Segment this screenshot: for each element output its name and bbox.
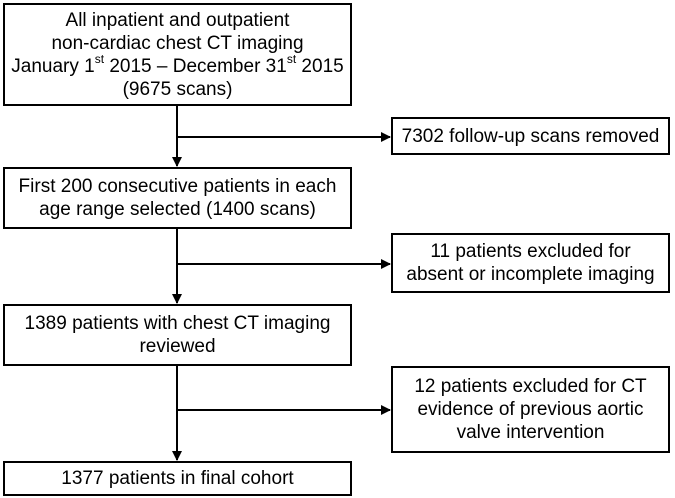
box1-line3-sup2: st [286, 52, 297, 67]
exclusion3-line2: evidence of previous aortic [417, 399, 644, 420]
flow-box-exclusion-valve: 12 patients excluded for CT evidence of … [391, 366, 670, 453]
box3-line2: reviewed [139, 336, 216, 357]
box2-line1: First 200 consecutive patients in each [18, 176, 337, 197]
box1-line3-part1: January 1 [11, 55, 95, 77]
flow-box-exclusion-imaging: 11 patients excluded for absent or incom… [391, 233, 670, 293]
box4-line1: 1377 patients in final cohort [61, 468, 294, 489]
exclusion2-line1: 11 patients excluded for [430, 241, 631, 262]
box3-line1: 1389 patients with chest CT imaging [24, 313, 331, 334]
box1-line4: (9675 scans) [122, 78, 233, 100]
flow-box-initial-cohort: All inpatient and outpatient non-cardiac… [3, 3, 352, 106]
box1-line3-sup1: st [94, 52, 105, 67]
flow-box-exclusion-followup: 7302 follow-up scans removed [391, 117, 670, 155]
flow-box-reviewed-patients: 1389 patients with chest CT imaging revi… [3, 304, 352, 366]
box1-line3: January 1st 2015 – December 31st 2015 [11, 52, 344, 78]
box1-line1: All inpatient and outpatient [65, 9, 290, 31]
exclusion3-line3: valve intervention [456, 422, 605, 443]
box1-line2: non-cardiac chest CT imaging [51, 32, 304, 54]
box1-line3-part3: 2015 [296, 55, 344, 77]
box1-line3-part2: 2015 – December 31 [104, 55, 287, 77]
flow-box-final-cohort: 1377 patients in final cohort [3, 461, 352, 496]
exclusion2-line2: absent or incomplete imaging [406, 264, 655, 285]
exclusion1-line1: 7302 follow-up scans removed [401, 125, 660, 147]
flow-box-selected-patients: First 200 consecutive patients in each a… [3, 167, 352, 229]
exclusion3-line1: 12 patients excluded for CT [414, 376, 647, 397]
box2-line2: age range selected (1400 scans) [39, 199, 316, 220]
